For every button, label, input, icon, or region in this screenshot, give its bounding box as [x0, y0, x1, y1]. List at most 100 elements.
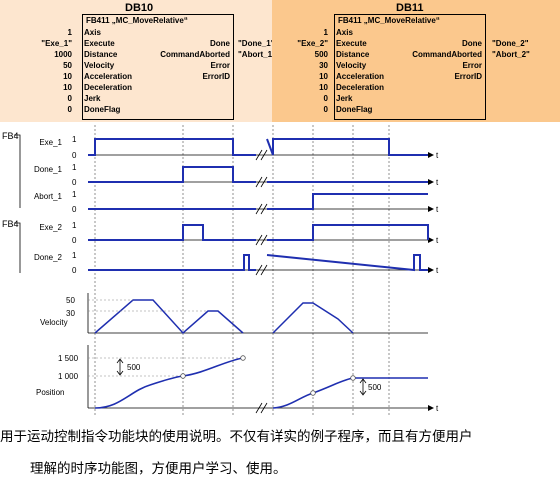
input-pin: Distance: [336, 50, 370, 59]
axis-break: [255, 149, 268, 161]
level-low-label: 0: [72, 266, 77, 275]
axis-arrow: [428, 206, 434, 212]
input-value: 0: [67, 94, 72, 103]
input-value: 1000: [54, 50, 72, 59]
output-pin: CommandAborted: [160, 50, 230, 59]
signal-trace: [88, 224, 256, 241]
input-value: 10: [63, 83, 72, 92]
level-high-label: 1: [72, 163, 77, 172]
input-pin: Jerk: [84, 94, 101, 103]
axis-arrow: [428, 267, 434, 273]
axis-break: [255, 402, 268, 414]
input-pin: Acceleration: [84, 72, 133, 81]
position-label: Position: [36, 388, 64, 397]
caption-line: 用于运动控制指令功能块的使用说明。不仅有详实的例子程序，而且有方便用户: [0, 429, 473, 445]
level-high-label: 1: [72, 221, 77, 230]
signal-label: Done_2: [34, 253, 63, 262]
signal-trace: [266, 254, 428, 272]
level-low-label: 0: [72, 151, 77, 160]
axis-arrow: [428, 152, 434, 158]
output-pin: Error: [210, 61, 230, 70]
signal-trace: [88, 138, 256, 156]
level-low-label: 0: [72, 236, 77, 245]
input-pin: Execute: [336, 39, 367, 48]
input-pin: Distance: [84, 50, 118, 59]
output-value: "Abort_1": [238, 50, 276, 59]
group-label: FB4: [2, 219, 19, 229]
signal-trace: [267, 193, 428, 210]
fb-panel-db11: DB11 FB411 „MC_MoveRelative“ 1 Axis "Exe…: [272, 0, 560, 122]
velocity-label: Velocity: [40, 318, 68, 327]
output-pin: ErrorID: [454, 72, 482, 81]
input-pin: DoneFlag: [84, 105, 121, 114]
velocity-trace: [272, 302, 354, 334]
position-tick: 1 500: [58, 354, 79, 363]
position-marker: [180, 373, 186, 379]
input-pin: DoneFlag: [336, 105, 373, 114]
output-pin: Error: [462, 61, 482, 70]
axis-arrow: [428, 179, 434, 185]
signal-trace: [88, 166, 256, 183]
group-label: FB4: [2, 131, 19, 141]
axis-t-label: t: [436, 205, 439, 214]
distance-arrow: [116, 358, 124, 376]
level-low-label: 0: [72, 205, 77, 214]
input-value: 1: [323, 28, 328, 37]
function-block-name: FB411 „MC_MoveRelative“: [338, 16, 440, 25]
position-trace: [272, 377, 428, 409]
input-pin: Deceleration: [336, 83, 385, 92]
signal-label: Exe_2: [39, 223, 62, 232]
input-value: 10: [319, 72, 328, 81]
input-value: 0: [323, 94, 328, 103]
velocity-tick: 50: [66, 296, 75, 305]
input-value: 0: [323, 105, 328, 114]
input-pin: Axis: [336, 28, 353, 37]
signal-row: Exe_1 1 0 t: [39, 135, 439, 161]
position-marker: [350, 375, 356, 381]
position-marker: [240, 355, 246, 361]
axis-t-label: t: [436, 266, 439, 275]
input-pin: Jerk: [336, 94, 353, 103]
level-high-label: 1: [72, 190, 77, 199]
caption-line: 理解的时序功能图，方便用户学习、使用。: [30, 461, 287, 477]
signal-label: Exe_1: [39, 138, 62, 147]
distance-note: 500: [368, 383, 382, 392]
level-high-label: 1: [72, 135, 77, 144]
output-value: "Done_1": [238, 39, 275, 48]
axis-t-label: t: [436, 178, 439, 187]
position-tick: 1 000: [58, 372, 79, 381]
block-title: DB10: [125, 2, 154, 14]
output-value: "Abort_2": [492, 50, 530, 59]
input-pin: Velocity: [84, 61, 115, 70]
axis-t-label: t: [436, 236, 439, 245]
level-low-label: 0: [72, 178, 77, 187]
input-pin: Deceleration: [84, 83, 133, 92]
input-value: 1: [67, 28, 72, 37]
block-title: DB11: [396, 2, 424, 14]
signal-row: Exe_2 1 0 t: [39, 221, 439, 246]
function-block: [334, 14, 486, 120]
output-pin: CommandAborted: [412, 50, 482, 59]
level-high-label: 1: [72, 251, 77, 260]
velocity-tick: 30: [66, 309, 75, 318]
input-value: 50: [63, 61, 72, 70]
velocity-plot: Velocity 50 30: [40, 293, 428, 335]
axis-break: [255, 264, 268, 276]
input-pin: Velocity: [336, 61, 367, 70]
input-value: "Exe_2": [297, 39, 328, 48]
axis-t-label: t: [436, 151, 439, 160]
signal-row: Done_2 1 0 t: [34, 251, 439, 276]
input-value: 500: [314, 50, 328, 59]
signal-trace: [267, 224, 429, 241]
output-value: "Done_2": [492, 39, 529, 48]
output-pin: Done: [210, 39, 230, 48]
axis-break: [255, 176, 268, 188]
distance-note: 500: [127, 363, 141, 372]
input-value: "Exe_1": [41, 39, 72, 48]
velocity-trace: [94, 299, 244, 335]
distance-arrow: [359, 378, 367, 396]
input-pin: Acceleration: [336, 72, 385, 81]
